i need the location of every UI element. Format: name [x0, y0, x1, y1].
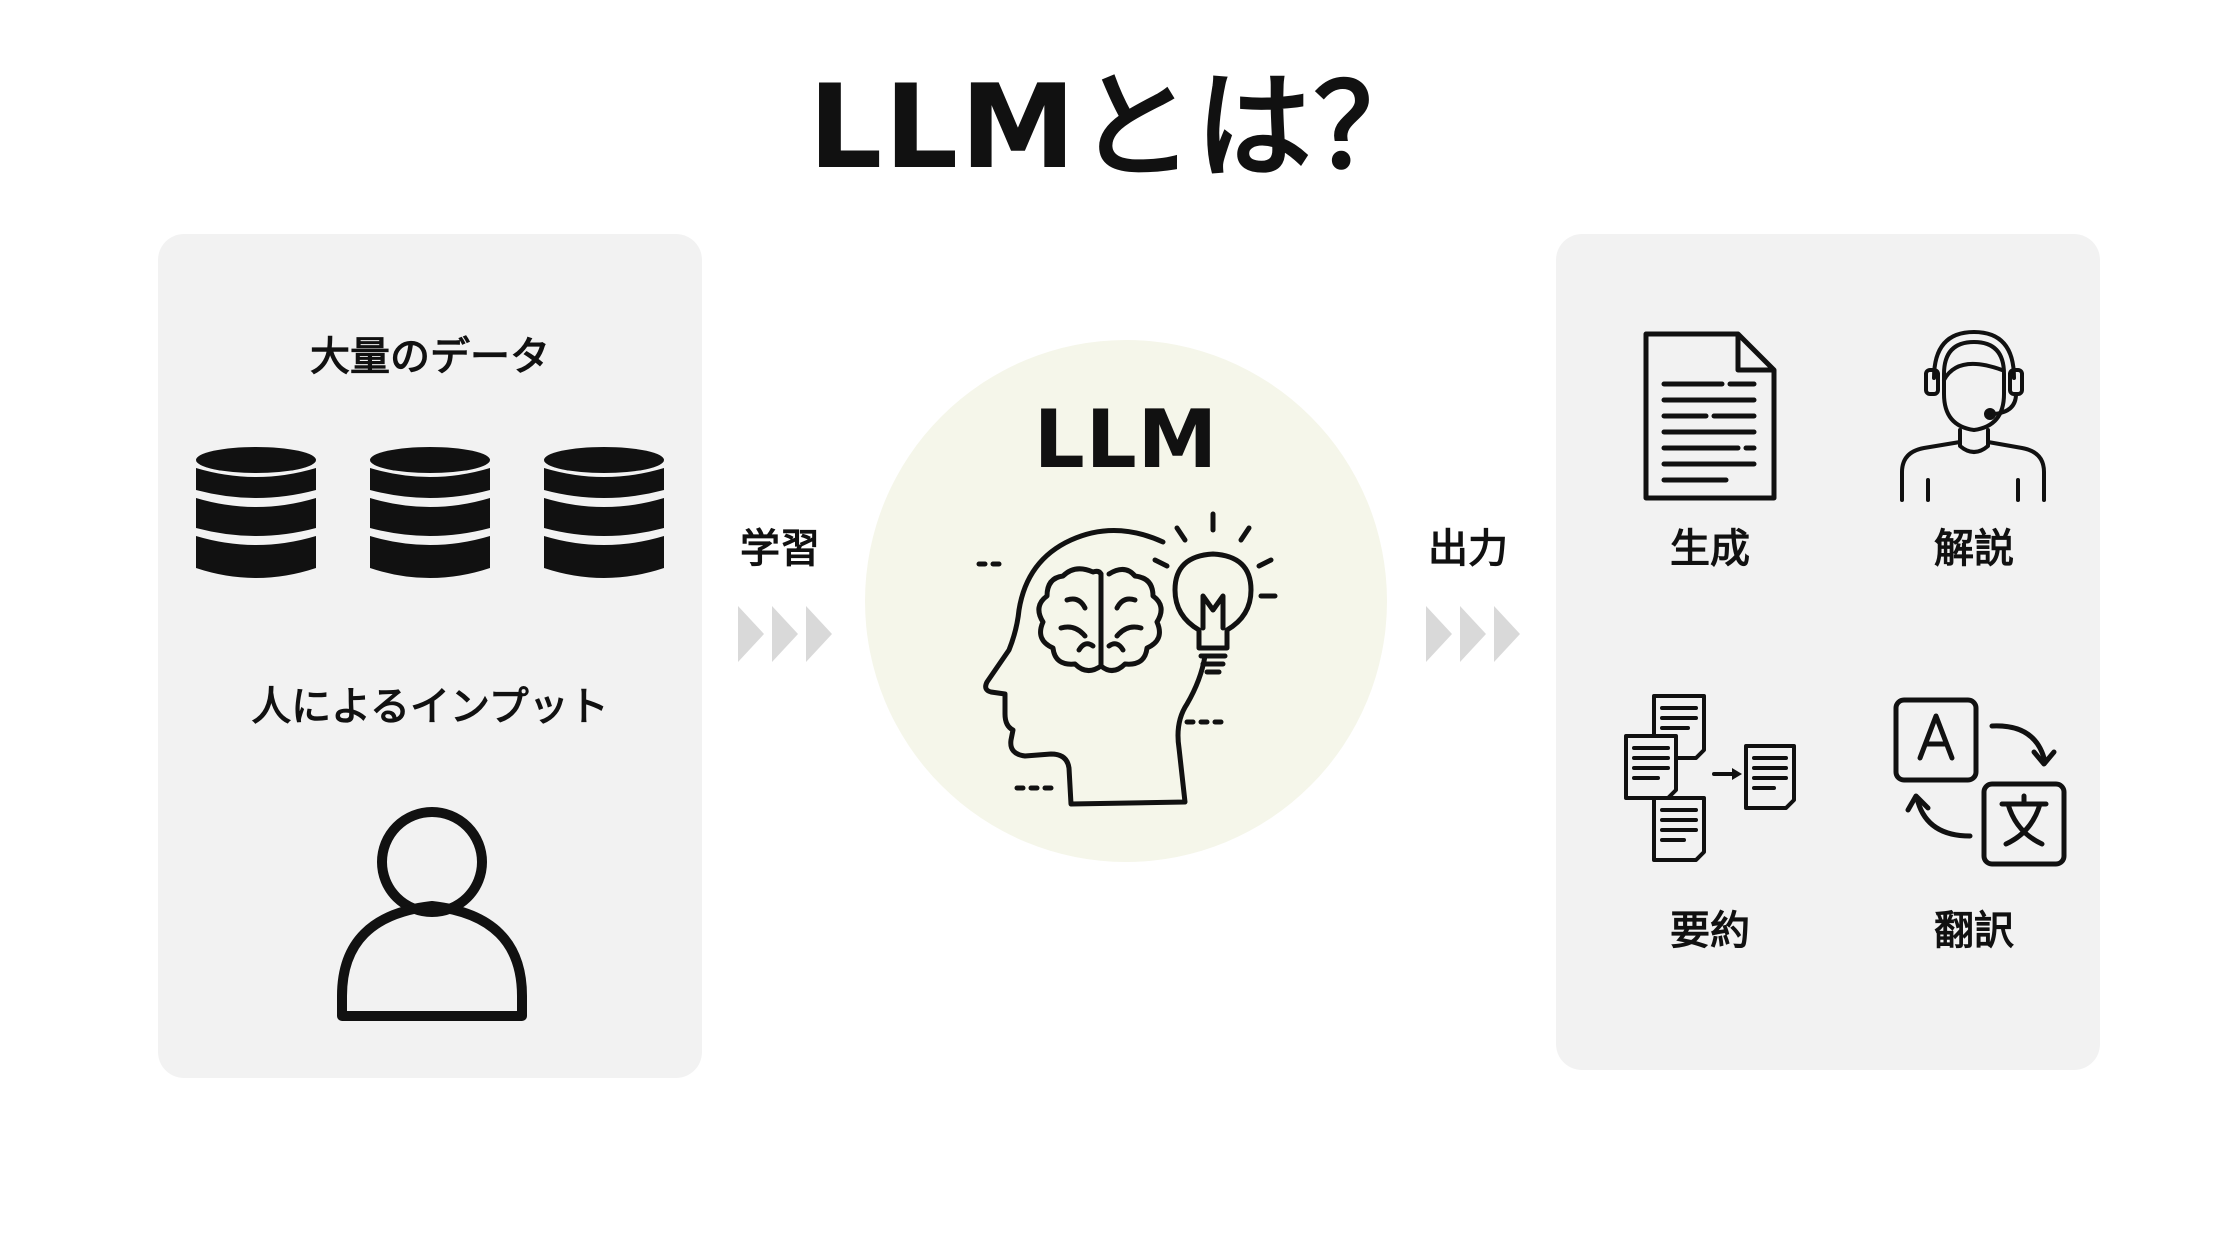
database-icon — [370, 447, 490, 578]
head-brain-lightbulb-icon — [976, 511, 1278, 807]
database-icon — [544, 447, 664, 578]
arrow-chevrons-icon — [1426, 606, 1520, 662]
output-label-summarize: 要約 — [1670, 908, 1750, 954]
output-label: 出力 — [1428, 526, 1508, 572]
learn-label: 学習 — [740, 526, 820, 572]
human-input-label: 人によるインプット — [251, 684, 609, 730]
support-agent-icon — [1900, 330, 2046, 502]
arrow-chevrons-icon — [738, 606, 832, 662]
output-label-translate: 翻訳 — [1934, 908, 2014, 954]
input-panel: 大量のデータ 人によるインプット — [158, 234, 702, 1078]
output-label-explain: 解説 — [1934, 526, 2014, 572]
document-icon — [1643, 331, 1777, 501]
documents-summary-icon — [1624, 694, 1796, 862]
data-label: 大量のデータ — [310, 334, 550, 380]
page-title: LLMとは？ — [808, 60, 1432, 195]
output-label-generate: 生成 — [1670, 526, 1750, 572]
llm-label: LLM — [1033, 393, 1219, 486]
output-panel: 生成 解説 — [1556, 234, 2100, 1070]
person-icon — [337, 807, 527, 1021]
database-icon — [196, 447, 316, 578]
translate-icon — [1893, 697, 2067, 867]
